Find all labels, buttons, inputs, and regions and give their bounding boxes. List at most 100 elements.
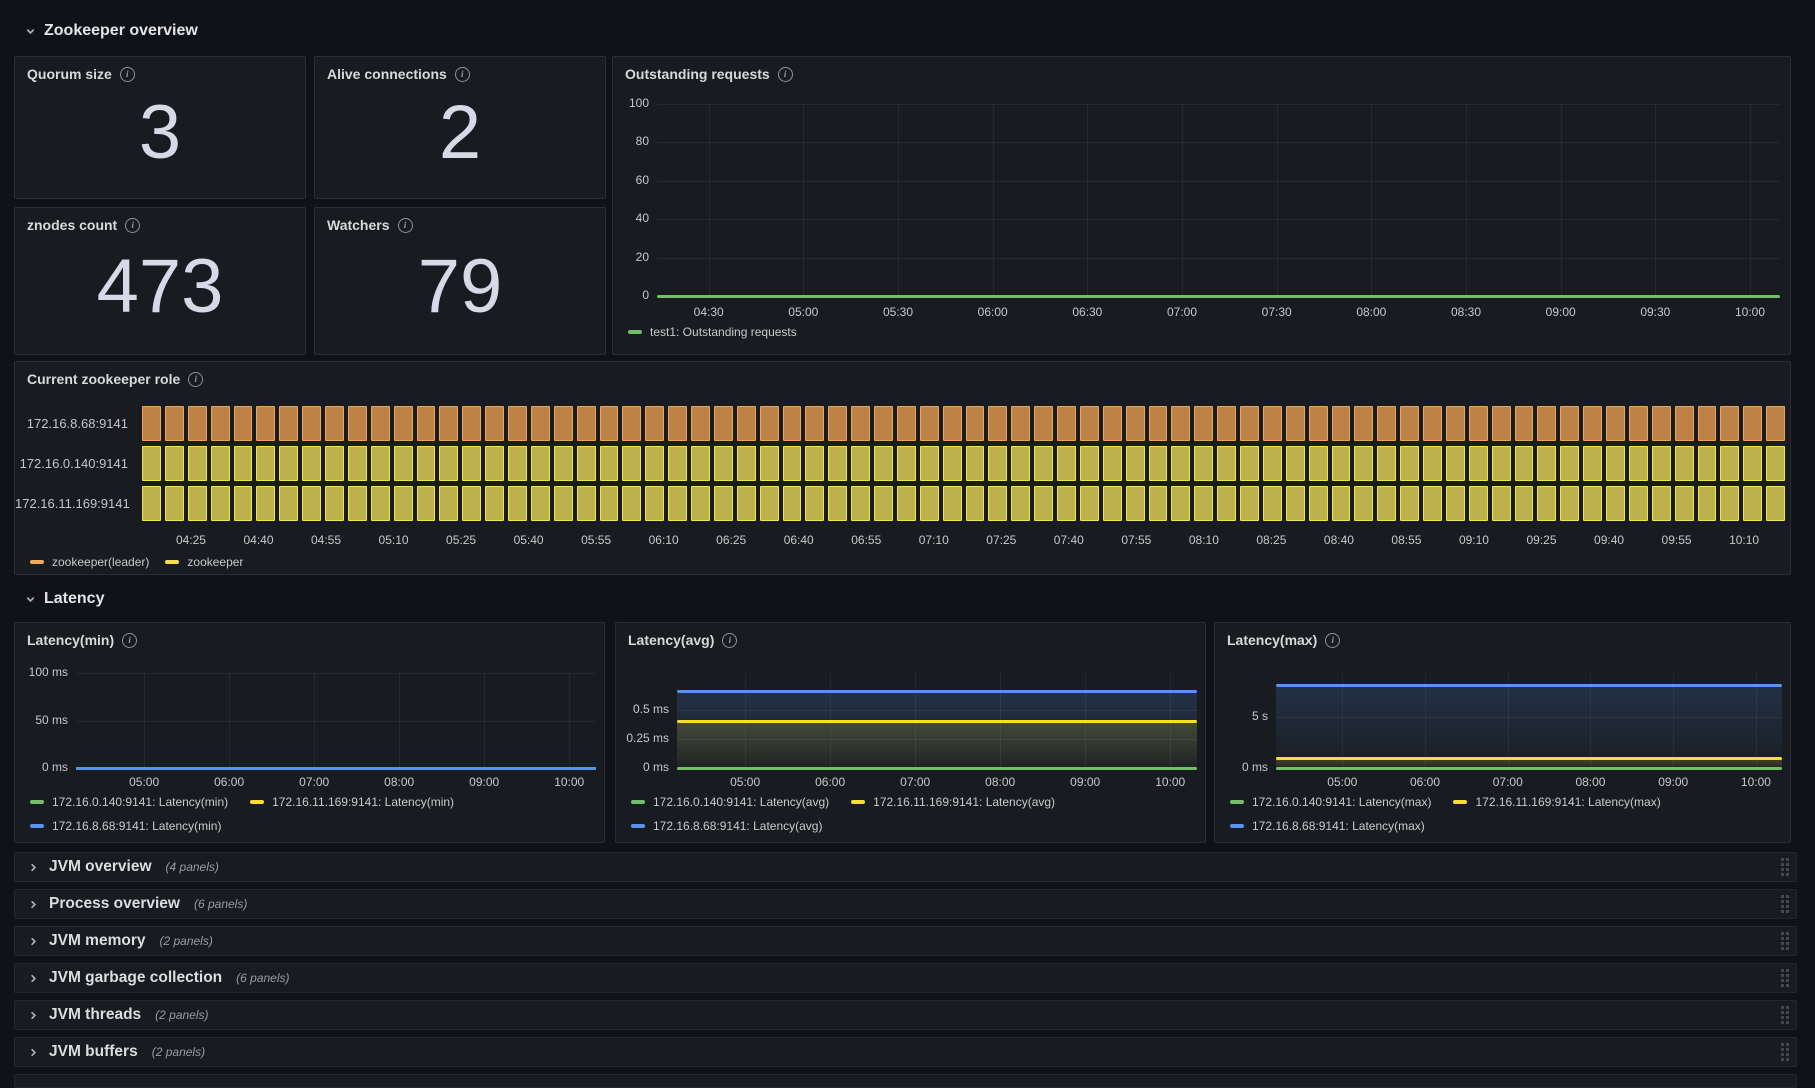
x-axis-tick-label: 04:25 xyxy=(175,533,206,547)
legend-row: test1: Outstanding requests xyxy=(628,325,819,339)
info-icon[interactable]: i xyxy=(722,632,738,648)
x-axis-tick-label: 10:00 xyxy=(1155,775,1186,789)
x-axis-tick-label: 09:40 xyxy=(1594,533,1625,547)
info-icon[interactable]: i xyxy=(188,371,204,387)
drag-handle-icon[interactable] xyxy=(1781,969,1784,972)
drag-handle-icon[interactable] xyxy=(1781,858,1784,861)
x-axis-tick-label: 05:00 xyxy=(730,775,761,789)
state-block xyxy=(142,406,161,441)
info-icon[interactable]: i xyxy=(125,217,141,233)
x-gridline xyxy=(1371,104,1373,296)
legend-item[interactable]: test1: Outstanding requests xyxy=(628,325,797,339)
state-block xyxy=(1125,446,1145,481)
legend-item[interactable]: 172.16.11.169:9141: Latency(min) xyxy=(250,795,454,809)
state-block xyxy=(1606,486,1625,521)
state-block xyxy=(1583,406,1602,441)
state-block xyxy=(1766,406,1785,441)
state-block xyxy=(1560,406,1580,441)
legend-series-color-dash xyxy=(628,330,642,334)
state-block xyxy=(1674,446,1694,481)
legend-item[interactable]: 172.16.0.140:9141: Latency(max) xyxy=(1230,795,1431,809)
y-gridline xyxy=(677,739,1197,741)
panel-title[interactable]: Latency(avg) i xyxy=(628,632,738,648)
state-block xyxy=(645,486,665,521)
state-block xyxy=(256,446,276,481)
x-axis-tick-label: 08:10 xyxy=(1188,533,1219,547)
collapsed-section-row[interactable]: JVM buffers(2 panels) xyxy=(14,1037,1797,1067)
x-gridline xyxy=(1276,104,1278,296)
drag-handle-icon[interactable] xyxy=(1781,1006,1784,1009)
panel-title[interactable]: Watchers i xyxy=(327,217,413,233)
panel-title[interactable]: Alive connections i xyxy=(327,66,470,82)
state-block xyxy=(393,486,413,521)
state-block xyxy=(1285,486,1305,521)
collapsed-section-row[interactable]: JVM memory(2 panels) xyxy=(14,926,1797,956)
x-axis-tick-label: 06:00 xyxy=(214,775,245,789)
info-icon[interactable]: i xyxy=(777,66,793,82)
panel-title[interactable]: Latency(max) i xyxy=(1227,632,1341,648)
chevron-down-icon xyxy=(24,593,37,606)
section-header-zookeeper-overview[interactable]: Zookeeper overview xyxy=(24,22,198,40)
legend-item[interactable]: zookeeper(leader) xyxy=(30,555,149,569)
legend-item[interactable]: 172.16.0.140:9141: Latency(min) xyxy=(30,795,228,809)
state-block xyxy=(1331,446,1351,481)
legend-series-label: zookeeper xyxy=(187,555,244,569)
state-block xyxy=(1240,486,1259,521)
state-block xyxy=(210,486,230,521)
x-axis-tick-label: 06:00 xyxy=(815,775,846,789)
info-icon[interactable]: i xyxy=(119,66,135,82)
panel-title[interactable]: znodes count i xyxy=(27,217,141,233)
panel-title[interactable]: Quorum size i xyxy=(27,66,135,82)
legend-item[interactable]: 172.16.8.68:9141: Latency(max) xyxy=(1230,819,1425,833)
info-icon[interactable]: i xyxy=(122,632,138,648)
info-icon[interactable]: i xyxy=(1325,632,1341,648)
drag-handle-icon[interactable] xyxy=(1781,932,1784,935)
legend-item[interactable]: zookeeper xyxy=(165,555,243,569)
y-axis-tick-label: 0 xyxy=(642,288,649,302)
x-axis-tick-label: 07:00 xyxy=(900,775,931,789)
legend-item[interactable]: 172.16.8.68:9141: Latency(avg) xyxy=(631,819,822,833)
state-block xyxy=(1171,446,1191,481)
state-block xyxy=(1308,406,1328,441)
state-block xyxy=(874,446,893,481)
state-block xyxy=(1468,406,1488,441)
section-header-latency[interactable]: Latency xyxy=(24,590,104,608)
state-block xyxy=(874,406,893,441)
x-gridline xyxy=(708,104,710,296)
legend-item[interactable]: 172.16.8.68:9141: Latency(min) xyxy=(30,819,221,833)
panel-title[interactable]: Latency(min) i xyxy=(27,632,138,648)
state-block xyxy=(599,406,619,441)
legend-series-label: 172.16.8.68:9141: Latency(max) xyxy=(1252,819,1425,833)
state-block xyxy=(302,406,321,441)
x-axis-tick-label: 06:00 xyxy=(1410,775,1441,789)
state-block xyxy=(713,446,733,481)
state-block xyxy=(462,446,482,481)
drag-handle-icon[interactable] xyxy=(1781,895,1784,898)
collapsed-row-partial[interactable] xyxy=(14,1074,1797,1088)
collapsed-section-row[interactable]: JVM threads(2 panels) xyxy=(14,1000,1797,1030)
info-icon[interactable]: i xyxy=(397,217,413,233)
state-block xyxy=(1034,446,1053,481)
legend-item[interactable]: 172.16.11.169:9141: Latency(max) xyxy=(1453,795,1661,809)
state-block xyxy=(1079,486,1099,521)
collapsed-section-row[interactable]: Process overview(6 panels) xyxy=(14,889,1797,919)
state-block xyxy=(1560,446,1580,481)
legend-item[interactable]: 172.16.0.140:9141: Latency(avg) xyxy=(631,795,829,809)
collapsed-section-row[interactable]: JVM garbage collection(6 panels) xyxy=(14,963,1797,993)
info-icon[interactable]: i xyxy=(454,66,470,82)
x-gridline xyxy=(992,104,994,296)
panel-title[interactable]: Outstanding requests i xyxy=(625,66,793,82)
x-axis-tick-label: 09:55 xyxy=(1661,533,1692,547)
drag-handle-icon[interactable] xyxy=(1781,1043,1784,1046)
state-block xyxy=(553,446,573,481)
state-block xyxy=(1514,406,1534,441)
state-block xyxy=(691,406,710,441)
series-line xyxy=(76,766,596,770)
collapsed-section-row[interactable]: JVM overview(4 panels) xyxy=(14,852,1797,882)
state-block xyxy=(164,446,184,481)
legend-item[interactable]: 172.16.11.169:9141: Latency(avg) xyxy=(851,795,1055,809)
y-gridline xyxy=(657,104,1780,105)
panel-title[interactable]: Current zookeeper role i xyxy=(27,371,204,387)
